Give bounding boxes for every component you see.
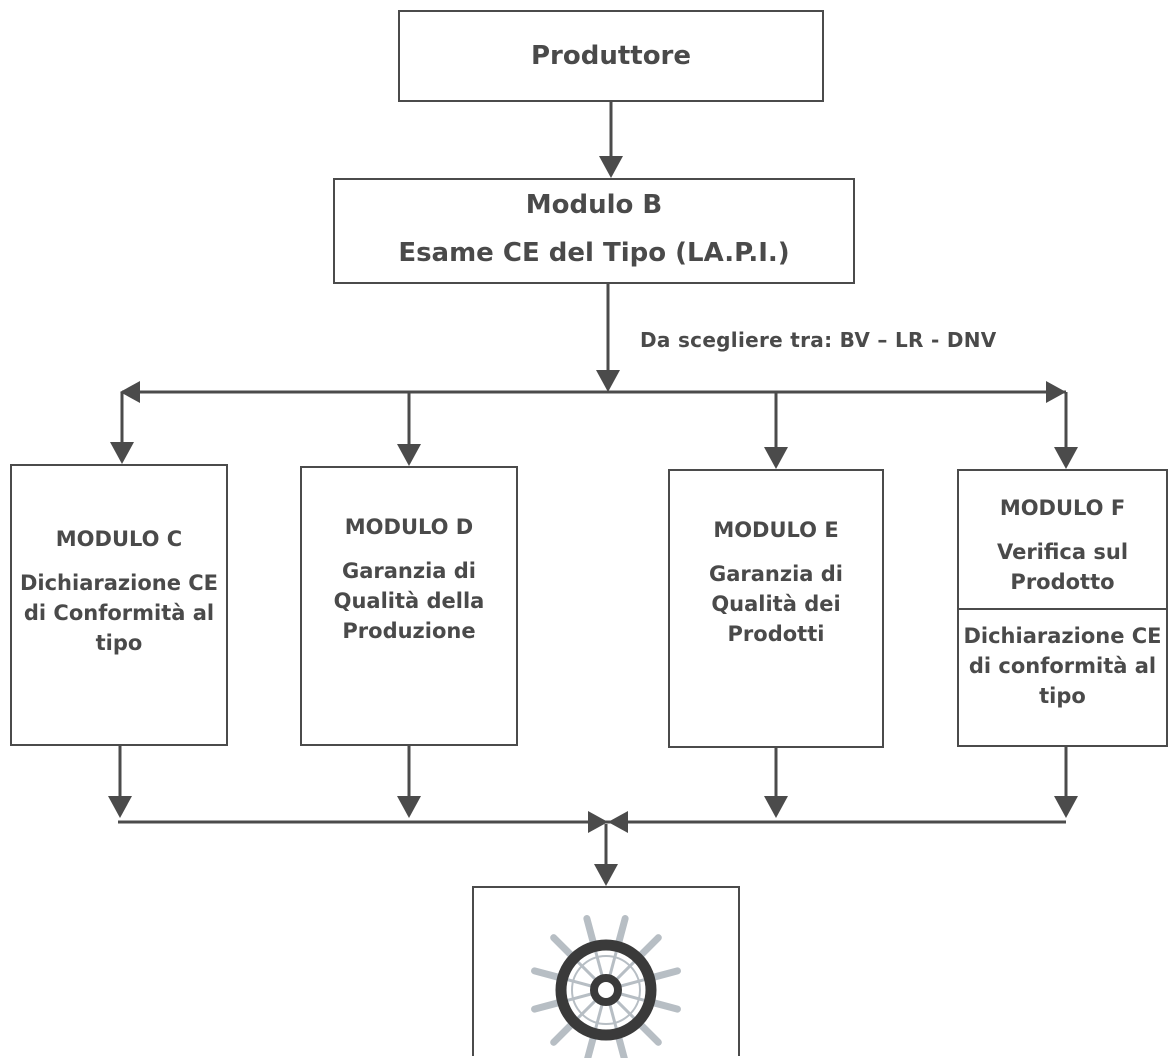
ship-wheel-spoke	[619, 992, 649, 1003]
ship-wheel-inner-ring	[571, 955, 641, 1025]
ship-wheel-spoke	[573, 957, 598, 982]
arrow-bus-right	[1046, 381, 1066, 403]
ship-wheel-spoke	[593, 1003, 604, 1033]
arrow-to-marking	[594, 864, 618, 886]
ship-wheel-handle	[615, 1034, 628, 1058]
ship-wheel-spoke	[593, 947, 604, 977]
ship-wheel-handle	[650, 999, 681, 1013]
arrow-from-module-c	[108, 796, 132, 818]
arrow-from-module-f	[1054, 796, 1078, 818]
module-e-box: MODULO E Garanzia di Qualità dei Prodott…	[668, 469, 884, 748]
ship-wheel-spoke	[614, 998, 639, 1023]
ship-wheel-handle	[531, 967, 562, 981]
ship-wheel-handle	[650, 967, 681, 981]
ship-wheel-handle	[637, 934, 662, 959]
ship-wheel-spokes	[531, 915, 681, 1058]
ship-wheel-hub	[590, 974, 622, 1006]
arrow-from-module-e	[764, 796, 788, 818]
producer-box: Produttore	[398, 10, 824, 102]
ship-wheel-handle	[584, 1034, 597, 1058]
module-c-box: MODULO C Dichiarazione CE di Conformità …	[10, 464, 228, 746]
ship-wheel-handle	[531, 999, 562, 1013]
module-b-subtitle: Esame CE del Tipo (LA.P.I.)	[398, 238, 790, 268]
module-d-box: MODULO D Garanzia di Qualità della Produ…	[300, 466, 518, 746]
ship-wheel-handle	[583, 915, 597, 946]
arrow-to-module-f	[1054, 447, 1078, 469]
ship-wheel-spoke	[608, 947, 619, 977]
module-c-text: Dichiarazione CE di Conformità al tipo	[19, 571, 219, 655]
ship-wheel-spoke	[608, 1003, 619, 1033]
ship-wheel-handle	[550, 1021, 575, 1046]
module-f-title: MODULO F	[999, 496, 1126, 520]
marking-box	[472, 886, 740, 1058]
arrow-merge-left	[588, 811, 608, 833]
ship-wheel-spoke	[619, 977, 649, 988]
module-e-title: MODULO E	[713, 518, 839, 542]
ship-wheel-spoke	[573, 998, 598, 1023]
ship-wheel-spoke	[614, 957, 639, 982]
choose-note: Da scegliere tra: BV – LR - DNV	[640, 328, 997, 352]
module-f-box: MODULO F Verifica sul Prodotto Dichiaraz…	[957, 469, 1168, 747]
module-b-title: Modulo B	[525, 190, 663, 220]
arrow-to-module-c	[110, 442, 134, 464]
ship-wheel-spoke	[563, 977, 593, 988]
arrow-from-module-d	[397, 796, 421, 818]
module-f-text: Verifica sul Prodotto	[996, 540, 1129, 594]
arrow-bus-left	[120, 381, 140, 403]
module-d-title: MODULO D	[344, 515, 474, 539]
arrow-to-module-b	[599, 156, 623, 178]
arrow-to-module-d	[397, 444, 421, 466]
producer-label: Produttore	[530, 41, 692, 71]
module-e-text: Garanzia di Qualità dei Prodotti	[708, 562, 844, 646]
module-d-text: Garanzia di Qualità della Produzione	[333, 559, 485, 643]
arrow-to-bus	[596, 370, 620, 392]
ship-wheel-handle	[615, 915, 629, 946]
arrow-to-module-e	[764, 447, 788, 469]
ship-wheel-handle	[550, 934, 575, 959]
ship-wheel-spoke	[563, 992, 593, 1003]
module-b-box: Modulo B Esame CE del Tipo (LA.P.I.)	[333, 178, 855, 284]
module-c-title: MODULO C	[55, 527, 183, 551]
ship-wheel-handle	[637, 1021, 662, 1046]
module-f-text-lower: Dichiarazione CE di conformità al tipo	[963, 624, 1162, 708]
ship-wheel-rim	[555, 939, 657, 1041]
arrow-merge-right	[608, 811, 628, 833]
ship-wheel-icon	[531, 915, 681, 1058]
module-f-divider	[959, 608, 1166, 610]
